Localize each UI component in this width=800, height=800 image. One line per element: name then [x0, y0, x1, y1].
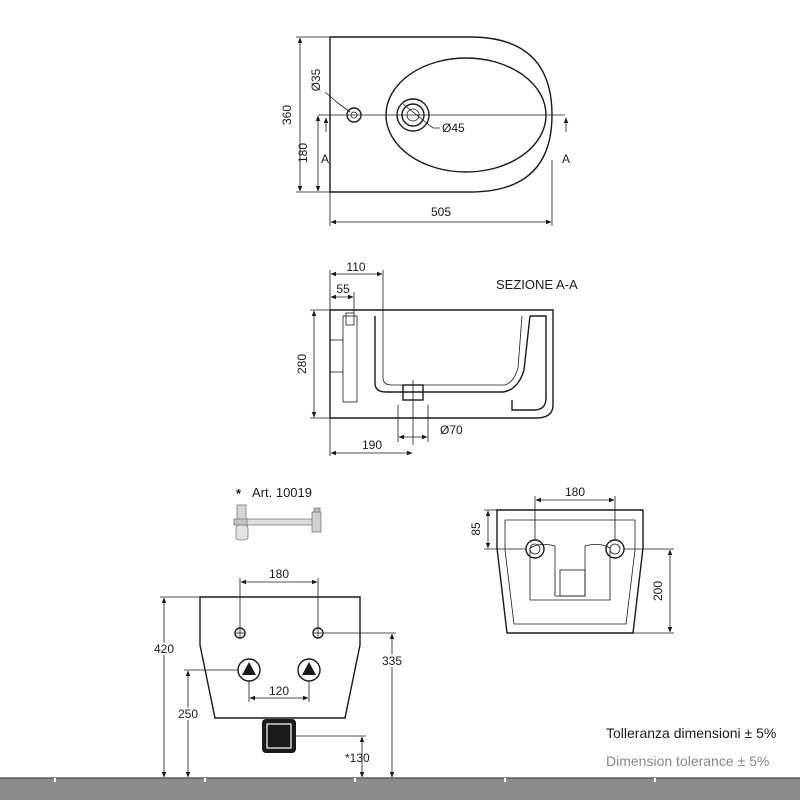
section-mark-left: A	[321, 152, 329, 166]
front-view-outline	[199, 596, 361, 719]
section-view: SEZIONE A-A 110 55 280 190 Ø70	[295, 260, 578, 456]
dim-190: 190	[362, 438, 382, 452]
back-bolt-left	[525, 539, 545, 559]
dim-110: 110	[346, 260, 365, 274]
drain-hole-outer	[396, 98, 430, 132]
back-view: 180 85 200	[469, 485, 674, 634]
back-view-cavity	[529, 544, 611, 601]
drain-inner	[266, 723, 292, 749]
drain-hole-middle	[401, 103, 425, 127]
tap-hole-inner	[350, 111, 358, 119]
section-tap-top	[345, 312, 355, 326]
section-bowl-inner	[374, 315, 531, 393]
dim-280: 280	[295, 354, 309, 374]
section-rim-right	[511, 315, 547, 411]
section-bowl-wall	[382, 315, 523, 386]
dim-200: 200	[651, 581, 665, 601]
dim-drain-70: Ø70	[440, 423, 463, 437]
dim-505: 505	[431, 205, 451, 219]
accessory: * Art. 10019	[233, 485, 322, 541]
section-outline	[329, 309, 554, 419]
section-mark-right: A	[562, 152, 570, 166]
dim-250: 250	[178, 707, 198, 721]
siphon-image	[233, 504, 322, 541]
dim-180-top: 180	[296, 143, 310, 163]
front-view: 180 420 250 120 335 *130	[152, 567, 404, 778]
dim-85: 85	[469, 522, 483, 536]
back-view-inner	[504, 519, 636, 625]
top-view: 360 180 A A 505 Ø35 Ø45	[280, 36, 570, 226]
dim-drain-130: *130	[345, 751, 370, 765]
drain-hole-inner	[406, 108, 420, 122]
back-bolt-right	[605, 539, 625, 559]
accessory-label: Art. 10019	[252, 485, 312, 500]
tap-hole-outer	[346, 107, 362, 123]
dim-420: 420	[154, 642, 174, 656]
dim-55: 55	[336, 282, 350, 296]
tolerance-english: Dimension tolerance ± 5%	[606, 753, 769, 769]
dim-335: 335	[382, 654, 402, 668]
back-view-outline	[496, 509, 644, 634]
accessory-star: *	[236, 486, 242, 501]
floor-band	[0, 778, 800, 800]
dim-120: 120	[269, 684, 289, 698]
tolerance-italian: Tolleranza dimensioni ± 5%	[606, 725, 776, 741]
dim-tap-hole: Ø35	[309, 68, 323, 91]
dim-180-back: 180	[565, 485, 585, 499]
dim-drain-hole: Ø45	[442, 121, 465, 135]
dim-360: 360	[280, 105, 294, 125]
section-title: SEZIONE A-A	[496, 277, 578, 292]
floor	[0, 777, 800, 800]
section-tap-column	[342, 315, 358, 403]
dim-180-front: 180	[269, 567, 289, 581]
back-view-drain	[559, 569, 586, 597]
